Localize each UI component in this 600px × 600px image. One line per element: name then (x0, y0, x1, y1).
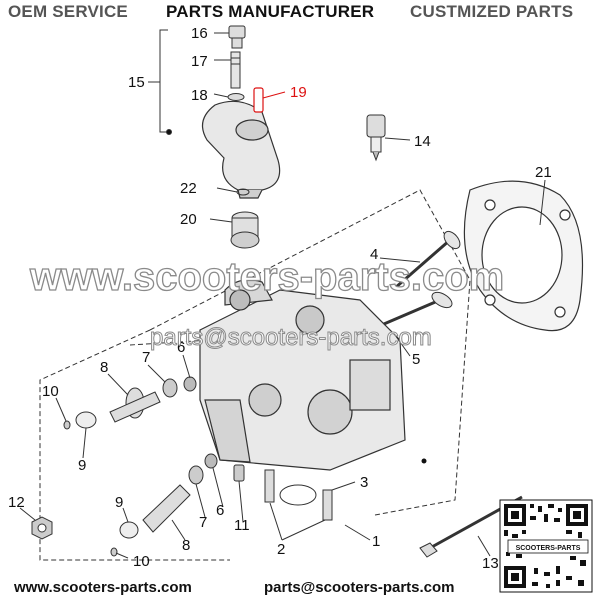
header-parts-manufacturer: PARTS MANUFACTURER (166, 2, 375, 21)
thermostat-20 (230, 211, 260, 249)
callout-8-top: 8 (100, 359, 108, 376)
callout-3: 3 (360, 474, 368, 491)
oring-3 (279, 484, 317, 506)
washer-9-bottom (119, 521, 139, 539)
callout-10-bottom: 10 (133, 553, 150, 570)
callout-8-bottom: 8 (182, 537, 190, 554)
watermark-site: www.scooters-parts.com (29, 255, 504, 299)
header-oem-service: OEM SERVICE (8, 2, 128, 21)
retainer-7-bottom (188, 465, 204, 485)
footer-email[interactable]: parts@scooters-parts.com (264, 579, 455, 596)
callout-10-top: 10 (42, 383, 59, 400)
callout-19: 19 (290, 84, 307, 101)
footer-website[interactable]: www.scooters-parts.com (14, 579, 192, 596)
callout-18: 18 (191, 87, 208, 104)
callout-11: 11 (234, 517, 250, 534)
callout-7-bottom: 7 (199, 514, 207, 531)
callout-12: 12 (8, 494, 25, 511)
cotter-10-bottom (110, 547, 118, 557)
bracket-15 (148, 29, 172, 135)
head-gasket-21 (463, 180, 584, 332)
callout-17: 17 (191, 53, 208, 70)
callout-14: 14 (414, 133, 431, 150)
callout-16: 16 (191, 25, 208, 42)
valve-4 (394, 230, 461, 290)
bolt-17 (230, 51, 241, 89)
callout-7-top: 7 (142, 349, 150, 366)
cotter-10-top (63, 420, 71, 430)
seal-6-top (183, 376, 197, 392)
callout-13: 13 (482, 555, 499, 572)
qr-code: SCOOTERS-PARTS (499, 499, 593, 593)
sensor-14 (366, 114, 386, 162)
washer-18 (227, 93, 245, 101)
cylinder-head (199, 279, 427, 471)
nut-12 (31, 516, 53, 540)
callout-1: 1 (372, 533, 380, 550)
spring-8-bottom (142, 484, 191, 533)
qr-caption: SCOOTERS-PARTS (516, 545, 581, 552)
assembly-outline (39, 189, 471, 561)
seal-6-bottom (204, 453, 218, 469)
callout-5: 5 (412, 351, 420, 368)
callout-6-top: 6 (177, 339, 185, 356)
spring-8-top (109, 387, 161, 423)
callout-21: 21 (535, 164, 552, 181)
watermark-email: parts@scooters-parts.com (150, 324, 432, 351)
callout-6-bottom: 6 (216, 502, 224, 519)
pin-19 (253, 87, 264, 113)
callout-15: 15 (128, 74, 145, 91)
callout-9-bottom: 9 (115, 494, 123, 511)
callout-22: 22 (180, 180, 197, 197)
washer-9-top (75, 411, 97, 429)
thermostat-housing (201, 100, 281, 199)
callouts: 16 17 18 19 15 14 21 22 20 4 5 8 7 6 10 … (8, 25, 552, 572)
bleed-screw-16 (228, 25, 246, 49)
leader-lines (19, 32, 546, 559)
callout-9-top: 9 (78, 457, 86, 474)
dowel-2 (264, 469, 333, 521)
plug-11 (233, 464, 245, 482)
callout-4: 4 (370, 246, 378, 263)
retainer-7-top (162, 378, 178, 398)
callout-20: 20 (180, 211, 197, 228)
callout-2: 2 (277, 541, 285, 558)
header-customized-parts: CUSTMIZED PARTS (410, 2, 574, 21)
